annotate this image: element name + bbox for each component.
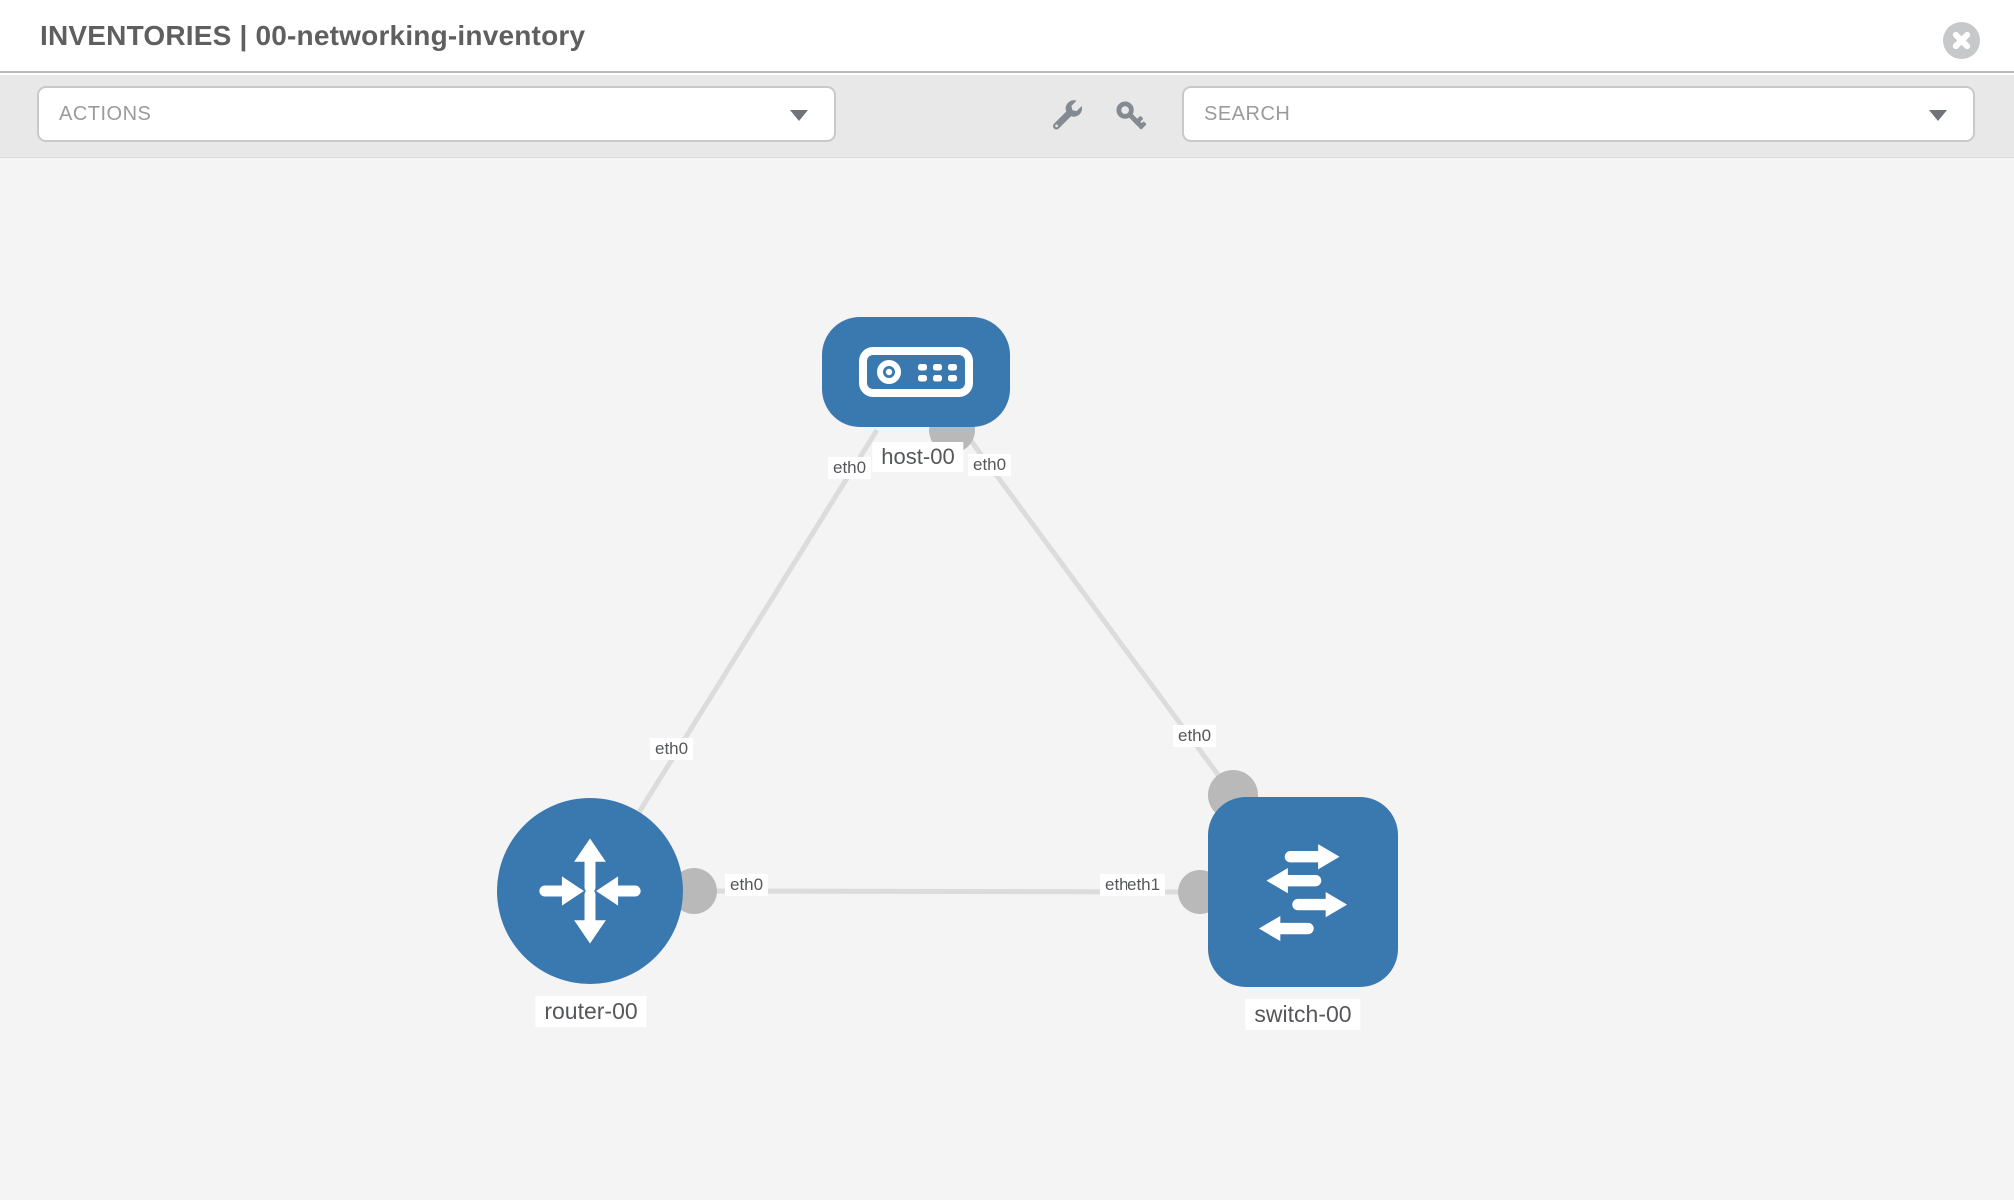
wrench-icon xyxy=(1053,100,1082,130)
host-icon xyxy=(859,347,973,397)
interface-label-clipped-fragment: eth1 xyxy=(1105,875,1127,894)
chevron-down-icon xyxy=(1929,110,1947,121)
switch-icon xyxy=(1258,844,1348,942)
node-host-00[interactable] xyxy=(822,317,1010,427)
search-dropdown[interactable]: SEARCH xyxy=(1182,86,1975,142)
interface-label-switch-eth0: eth0 xyxy=(1173,725,1217,747)
node-label-host-00: host-00 xyxy=(872,442,964,472)
router-icon xyxy=(539,838,641,944)
toolbar: ACTIONS SEARCH xyxy=(0,75,2014,158)
close-icon xyxy=(1951,30,1972,51)
window-header: INVENTORIES | 00-networking-inventory xyxy=(0,0,2014,73)
actions-dropdown[interactable]: ACTIONS xyxy=(37,86,836,142)
wrench-button[interactable] xyxy=(1048,97,1088,137)
interface-label-router-eth0: eth0 xyxy=(650,738,694,760)
chevron-down-icon xyxy=(790,110,808,121)
search-dropdown-label: SEARCH xyxy=(1204,103,1291,125)
key-button[interactable] xyxy=(1112,97,1152,137)
links-layer xyxy=(587,407,1258,914)
interface-label-host-eth0-left: eth0 xyxy=(828,457,872,479)
interface-endpoint-router xyxy=(671,868,717,914)
key-icon xyxy=(1116,101,1147,130)
interface-label-host-eth0-right: eth0 xyxy=(968,454,1012,476)
close-button[interactable] xyxy=(1943,22,1980,59)
node-label-switch-00: switch-00 xyxy=(1245,999,1361,1030)
node-label-router-00: router-00 xyxy=(535,996,647,1027)
page-title: INVENTORIES | 00-networking-inventory xyxy=(40,20,586,51)
topology-canvas[interactable]: host-00 router-00 switch-00 eth0 eth0 et… xyxy=(0,158,2014,1200)
interface-label-router-eth0-link: eth0 xyxy=(725,874,769,896)
interface-label-switch-eth1: eth1eth1 xyxy=(1100,874,1166,896)
node-router-00[interactable] xyxy=(497,798,683,984)
node-switch-00[interactable] xyxy=(1208,797,1398,987)
interface-label-switch-eth1-text: eth1 xyxy=(1127,875,1161,894)
actions-dropdown-label: ACTIONS xyxy=(59,103,152,125)
